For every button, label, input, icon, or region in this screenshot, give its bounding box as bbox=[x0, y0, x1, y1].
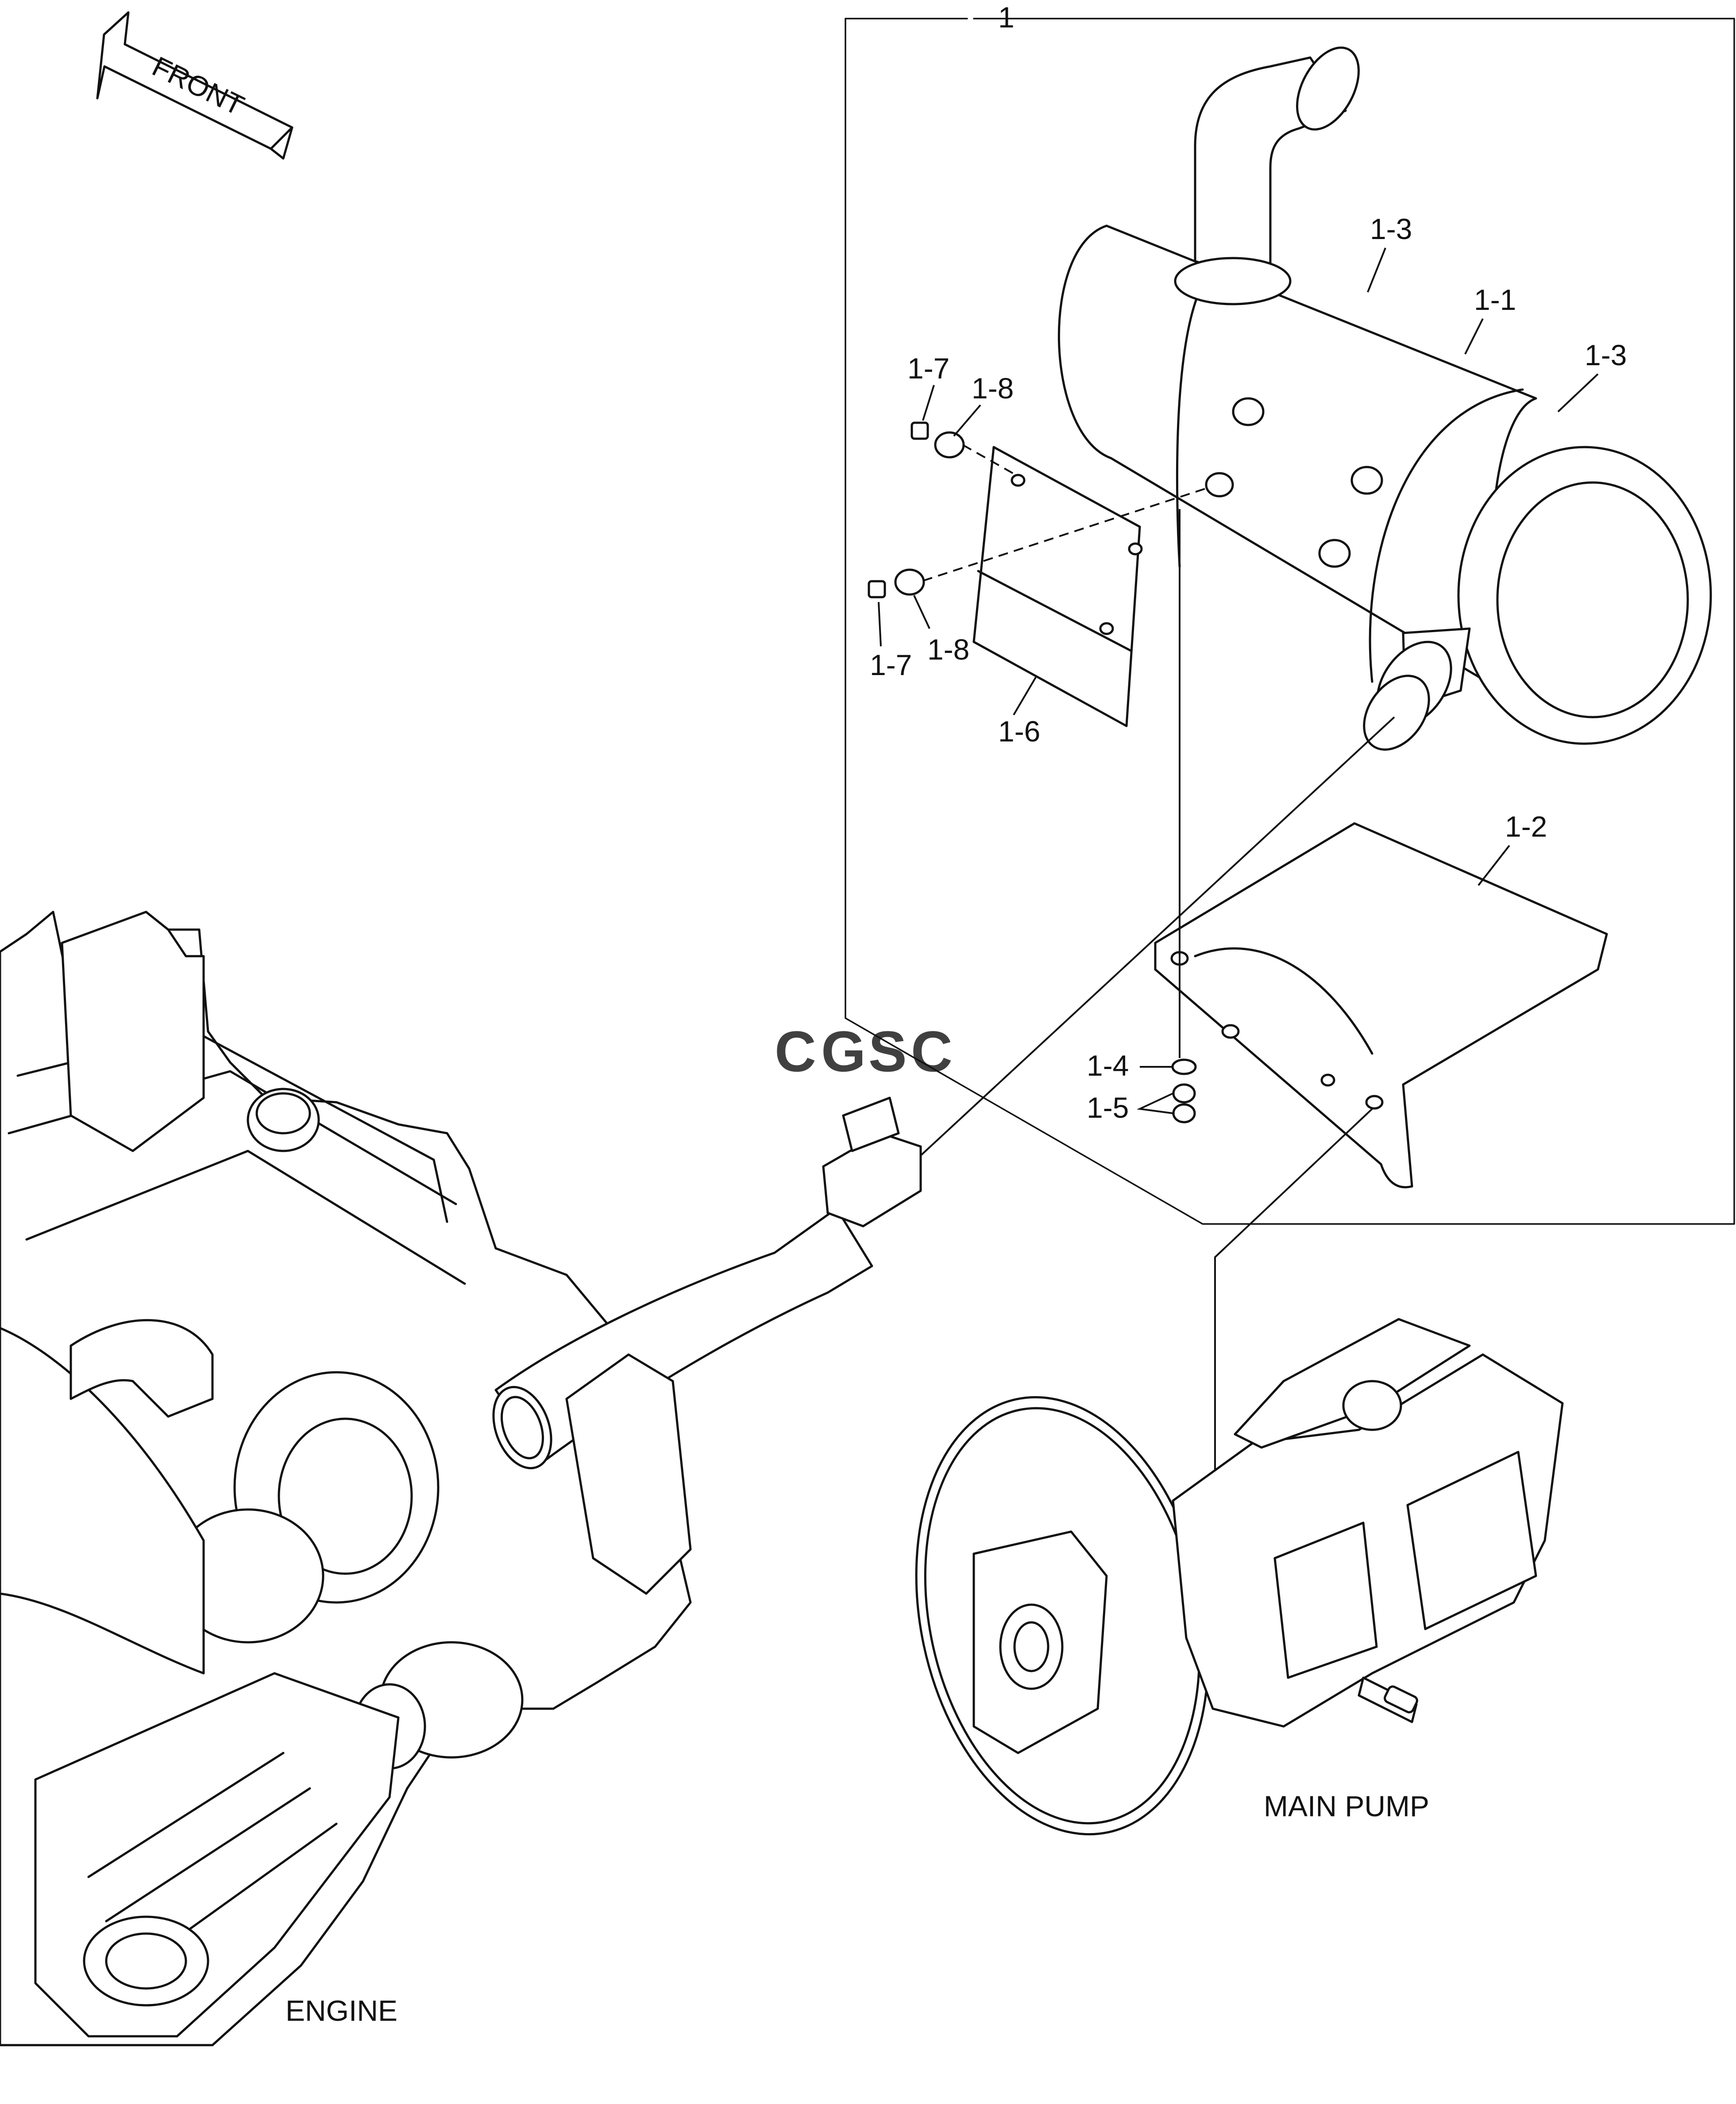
callout-band-upper: 1-3 bbox=[1370, 212, 1412, 245]
watermark-letter: G bbox=[821, 1019, 866, 1084]
callout-bolt-lower: 1-7 bbox=[870, 649, 912, 681]
callout-bracket: 1-2 bbox=[1505, 810, 1547, 843]
main-pump-label: MAIN PUMP bbox=[1264, 1790, 1429, 1822]
mounting-bracket bbox=[1154, 822, 1608, 1189]
watermark-letter: C bbox=[911, 1019, 953, 1084]
assembly-boundary: 1 bbox=[845, 1, 1735, 1225]
muffler bbox=[1058, 46, 1712, 751]
engine-label: ENGINE bbox=[285, 1994, 397, 2027]
engine: ENGINE bbox=[0, 911, 922, 2046]
callout-band-right: 1-3 bbox=[1585, 339, 1627, 371]
heat-shield bbox=[972, 446, 1143, 727]
callout-bolt-upper: 1-7 bbox=[907, 352, 949, 385]
callout-washer-1-4: 1-4 bbox=[1087, 1049, 1129, 1082]
cgsc-watermark: C G S C bbox=[775, 1019, 953, 1084]
callout-nut-1-5: 1-5 bbox=[1087, 1091, 1129, 1124]
callout-labels: 1-3 1-1 1-3 1-7 1-8 1-7 1-8 1-6 1-2 1-4 … bbox=[870, 212, 1627, 1124]
callout-washer-lower: 1-8 bbox=[927, 633, 969, 666]
callout-heat-shield: 1-6 bbox=[998, 715, 1040, 748]
callout-assembly: 1 bbox=[998, 1, 1015, 34]
callout-washer-upper: 1-8 bbox=[972, 372, 1014, 405]
watermark-letter: S bbox=[868, 1019, 907, 1084]
callout-muffler: 1-1 bbox=[1474, 283, 1516, 316]
watermark-letter: C bbox=[775, 1019, 816, 1084]
main-pump: MAIN PUMP bbox=[915, 1318, 1564, 1836]
assembly-lines bbox=[918, 444, 1395, 1567]
front-arrow-icon: FRONT bbox=[96, 11, 293, 160]
